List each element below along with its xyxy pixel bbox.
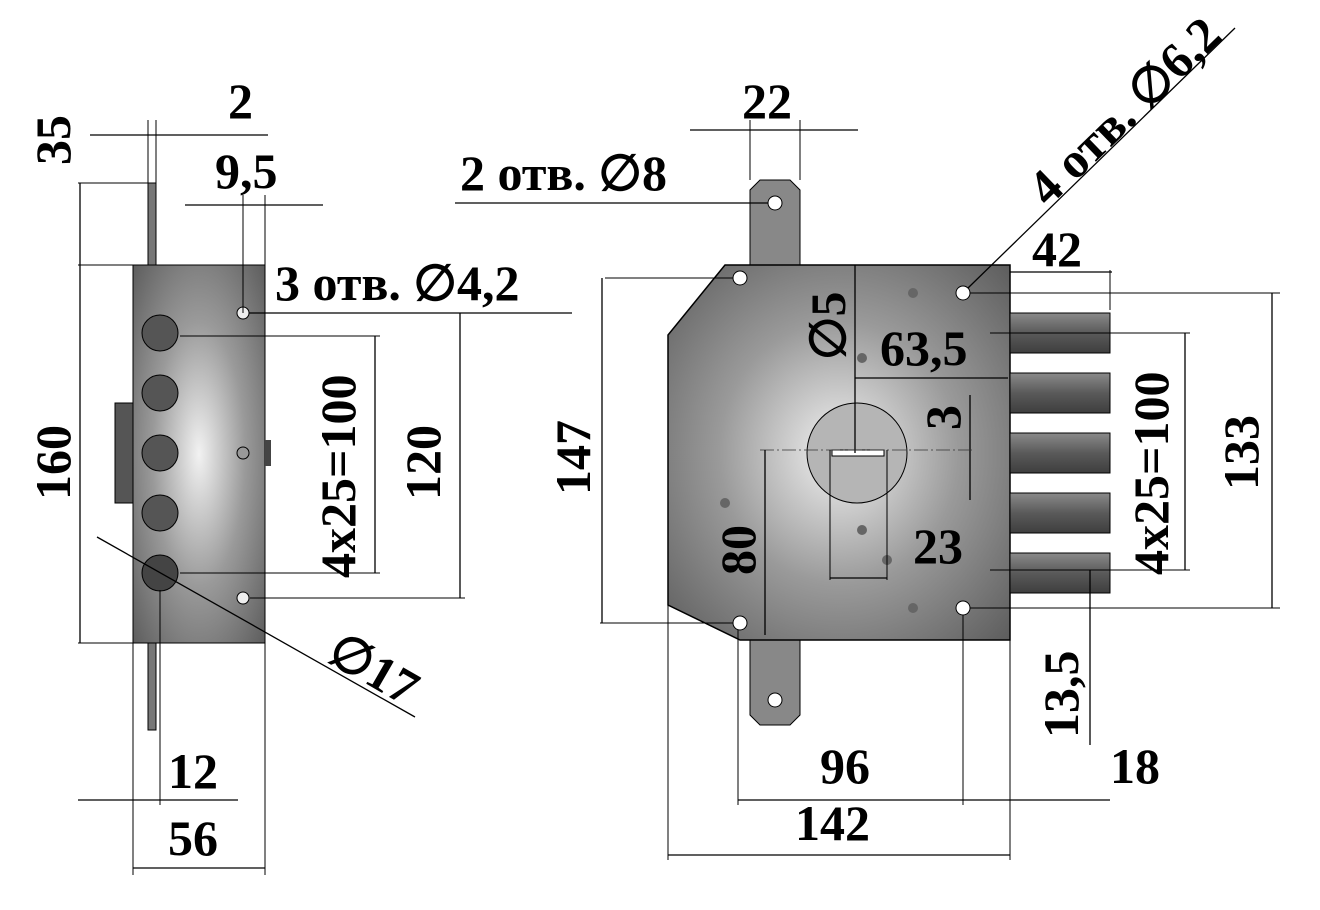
- dim-pitch-side: 4x25=100: [310, 375, 366, 579]
- dim-3: 3: [915, 405, 971, 430]
- dim-147: 147: [545, 420, 601, 495]
- cylinder-bump: [114, 402, 134, 504]
- dim-96: 96: [820, 738, 870, 794]
- dim-142: 142: [795, 795, 870, 851]
- dim-2-holes-8: 2 отв. ∅8: [460, 145, 667, 201]
- dim-4-holes-6-2: 4 отв. ∅6,2: [1017, 6, 1232, 216]
- side-view: 35 2 9,5 3 отв. ∅4,2 160 4x25=100 120 ∅1…: [25, 73, 572, 875]
- dim-12: 12: [168, 743, 218, 799]
- mount-hole: [236, 446, 250, 460]
- front-view: 22 2 отв. ∅8 4 отв. ∅6,2 42 ∅5 63,5 3 14…: [455, 6, 1280, 860]
- dim-3-holes-4-2: 3 отв. ∅4,2: [275, 255, 519, 311]
- dim-35: 35: [25, 115, 81, 165]
- bottom-flange: [749, 639, 801, 726]
- dim-pitch-front: 4x25=100: [1123, 372, 1179, 576]
- dim-120: 120: [395, 425, 451, 500]
- dim-160: 160: [25, 425, 81, 500]
- dim-56: 56: [168, 810, 218, 866]
- dim-9-5: 9,5: [215, 143, 278, 199]
- top-flange: [749, 179, 801, 266]
- dim-80: 80: [710, 525, 766, 575]
- mount-holes-front: [720, 195, 971, 708]
- dim-2: 2: [228, 73, 253, 129]
- dim-diameter-5: ∅5: [800, 291, 856, 360]
- side-tab: [265, 440, 271, 466]
- mount-hole: [236, 591, 250, 605]
- dim-13-5: 13,5: [1033, 651, 1089, 739]
- dim-23: 23: [913, 518, 963, 574]
- bolts: [1009, 312, 1111, 594]
- dim-18: 18: [1110, 738, 1160, 794]
- dim-22: 22: [742, 73, 792, 129]
- dim-63-5: 63,5: [880, 320, 968, 376]
- keyway: [831, 449, 885, 457]
- dim-133: 133: [1213, 415, 1269, 490]
- dim-42: 42: [1032, 221, 1082, 277]
- dim-diameter-17: ∅17: [320, 621, 429, 716]
